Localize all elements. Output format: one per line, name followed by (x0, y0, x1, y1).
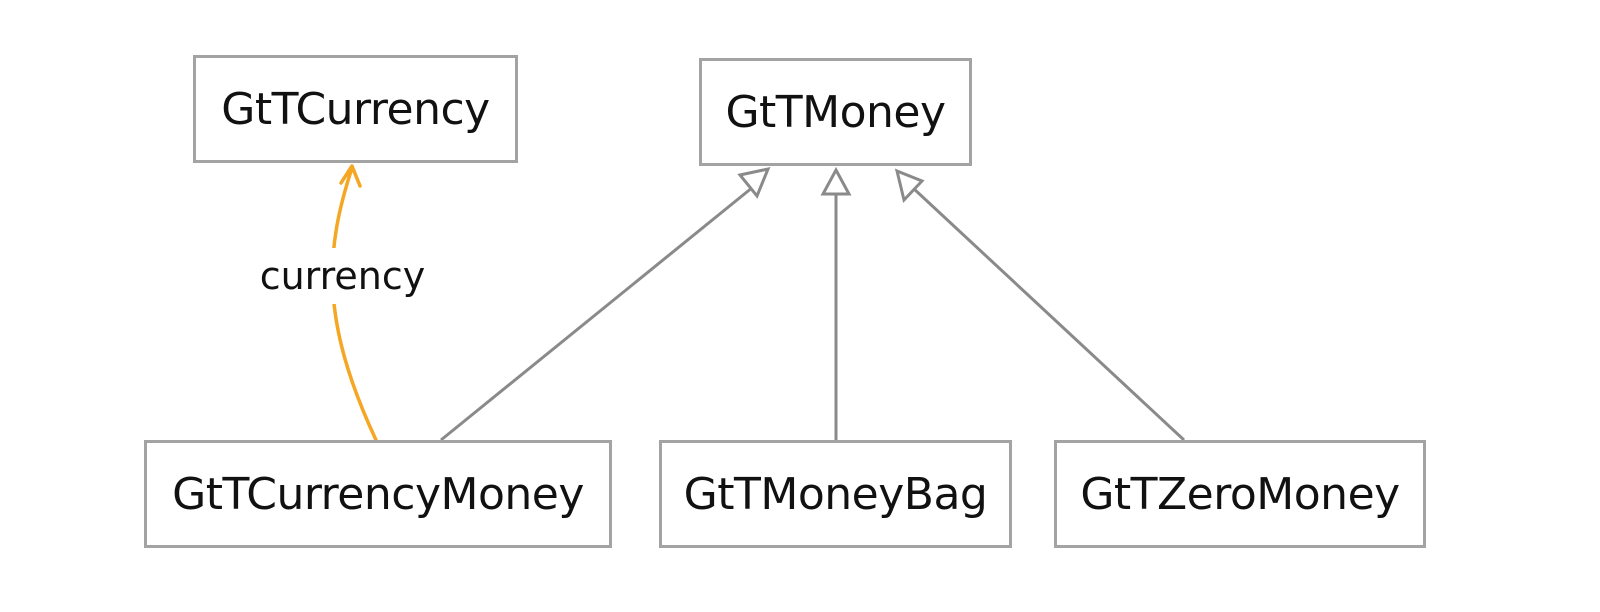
inheritance-edge-zeromoney (894, 168, 1186, 442)
class-node-gttmoneybag[interactable]: GtTMoneyBag (659, 440, 1012, 548)
inheritance-edge-moneybag (820, 166, 852, 440)
class-node-label: GtTCurrency (221, 83, 490, 135)
inheritance-edge-currencymoney (440, 166, 771, 442)
class-node-gttmoney[interactable]: GtTMoney (699, 58, 972, 166)
class-node-label: GtTMoneyBag (683, 468, 988, 520)
class-node-gttzeromoney[interactable]: GtTZeroMoney (1054, 440, 1426, 548)
class-node-label: GtTMoney (725, 86, 946, 138)
class-node-label: GtTZeroMoney (1080, 468, 1400, 520)
class-node-gttcurrencymoney[interactable]: GtTCurrencyMoney (144, 440, 612, 548)
edge-label-currency: currency (255, 248, 430, 304)
class-node-label: GtTCurrencyMoney (172, 468, 584, 520)
class-node-gttcurrency[interactable]: GtTCurrency (193, 55, 518, 163)
